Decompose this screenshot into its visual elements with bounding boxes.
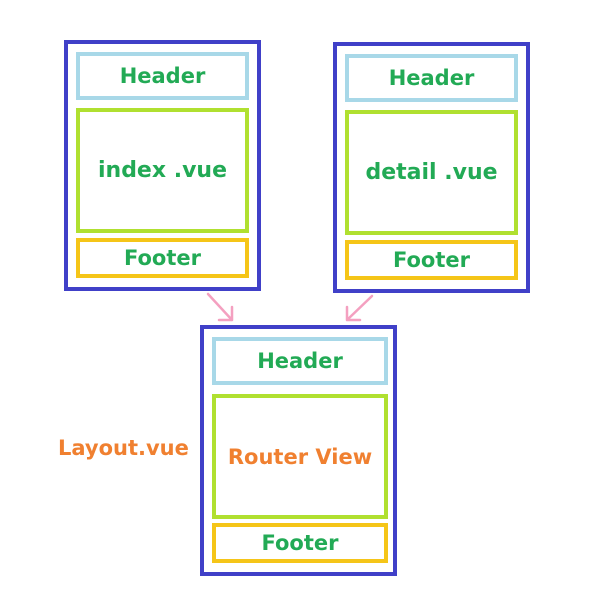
layout-vue-label: Layout.vue bbox=[58, 436, 189, 460]
arrow-left bbox=[206, 292, 234, 322]
index-vue-frame: Header index .vue Footer bbox=[64, 40, 261, 291]
arrow-right bbox=[345, 294, 374, 322]
index-footer-box: Footer bbox=[76, 238, 249, 278]
detail-header-box: Header bbox=[345, 54, 518, 102]
router-view-box: Router View bbox=[212, 394, 388, 519]
detail-content-box: detail .vue bbox=[345, 110, 518, 235]
layout-footer-box: Footer bbox=[212, 523, 388, 563]
index-content-box: index .vue bbox=[76, 108, 249, 233]
detail-footer-box: Footer bbox=[345, 240, 518, 280]
detail-vue-frame: Header detail .vue Footer bbox=[333, 42, 530, 293]
index-header-box: Header bbox=[76, 52, 249, 100]
layout-vue-frame: Header Router View Footer bbox=[200, 325, 397, 576]
layout-header-box: Header bbox=[212, 337, 388, 385]
